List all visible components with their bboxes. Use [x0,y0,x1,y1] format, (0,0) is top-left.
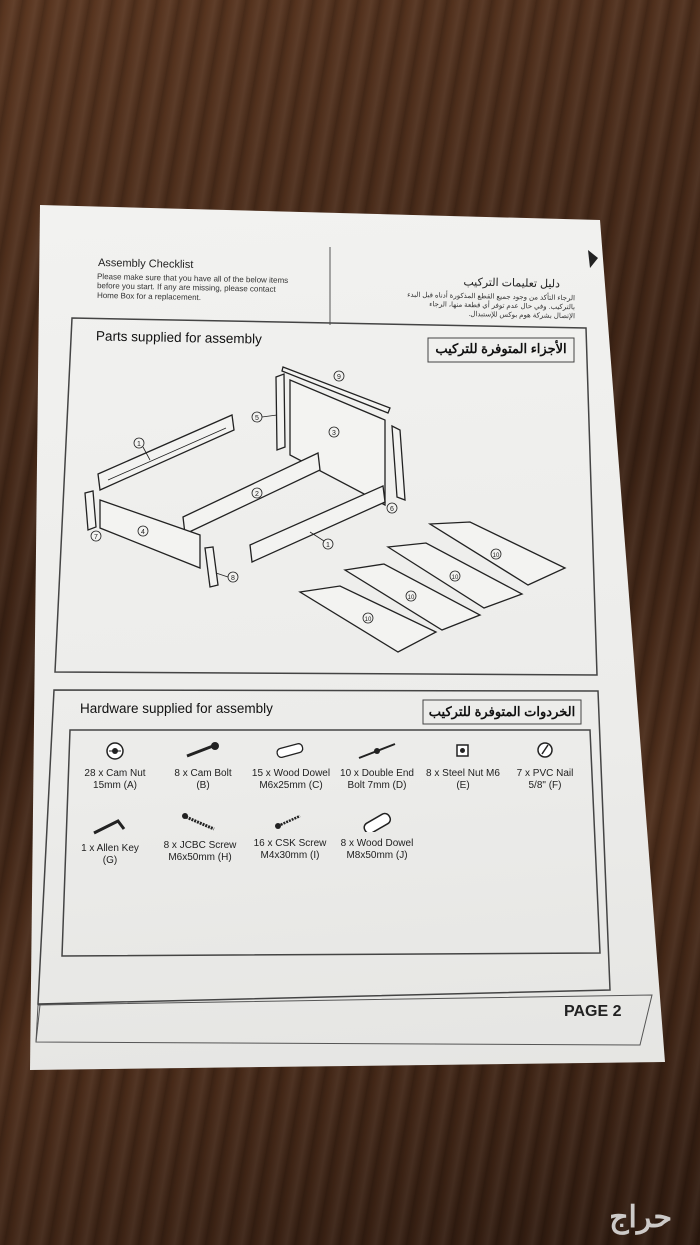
jcbc-screw-icon [182,813,215,831]
callout-1a: 1 [137,441,141,448]
callout-10d: 10 [365,617,372,623]
wood-dowel-icon [276,743,304,758]
cam-nut-label-line2: 15mm (A) [93,780,137,791]
cam-bolt-label-line2: (B) [196,780,210,791]
hardware-item-pvc-nail: 7 x PVC Nail 5/8" (F) [500,740,590,792]
wood-dowel-label-line2: M6x25mm (C) [259,780,323,791]
part-1-headboard-rail [97,414,235,491]
steel-nut-label-line1: 8 x Steel Nut M6 [426,768,500,779]
callout-3: 3 [332,430,336,437]
jcbc-screw-label-line1: 8 x JCBC Screw [163,840,237,851]
pvc-nail-label-line1: 7 x PVC Nail [516,768,574,779]
hardware-ar-title: الخردوات المتوفرة للتركيب [428,704,576,719]
large-wood-dowel-icon [363,812,392,832]
wood-dowel-label-line1: 15 x Wood Dowel [251,768,331,779]
hardware-item-cam-nut: 28 x Cam Nut 15mm (A) [70,740,160,792]
hardware-item-large-wood-dowel: 8 x Wood Dowel M8x50mm (J) [332,810,422,862]
hardware-title: Hardware supplied for assembly [80,701,273,716]
part-5-left-post [275,373,286,451]
large-wood-dowel-label-line2: M8x50mm (J) [346,850,408,861]
callout-9: 9 [337,374,341,381]
callout-7: 7 [94,534,98,541]
callout-8: 8 [231,575,235,582]
steel-nut-label-line2: (E) [456,780,470,791]
callout-5: 5 [255,415,259,422]
cam-bolt-icon [186,742,219,758]
double-end-bolt-label-line2: Bolt 7mm (D) [347,780,407,791]
part-6-right-post [391,424,406,501]
parts-ar-title: الأجزاء المتوفرة للتركيب [435,341,567,356]
jcbc-screw-label-line2: M6x50mm (H) [168,852,232,863]
hardware-item-jcbc-screw: 8 x JCBC Screw M6x50mm (H) [155,812,245,864]
double-end-bolt-icon [358,743,396,759]
callout-10a: 10 [493,553,500,559]
hardware-item-steel-nut: 8 x Steel Nut M6 (E) [418,740,508,792]
part-3-headboard-panel [289,379,386,507]
callout-2: 2 [255,491,259,498]
allen-key-icon [93,819,126,835]
csk-screw-label-line2: M4x30mm (I) [260,850,320,861]
callout-10c: 10 [408,595,415,601]
part-9-top-rail [281,366,391,414]
part-1-foot-rail [249,485,386,563]
hardware-item-allen-key: 1 x Allen Key (G) [65,815,155,867]
part-8-post [204,546,219,588]
csk-screw-label-line1: 16 x CSK Screw [253,838,327,849]
callout-6: 6 [390,506,394,513]
part-2-side-rail [182,452,321,535]
pvc-nail-icon [537,742,553,758]
pvc-nail-label-line2: 5/8" (F) [528,780,562,791]
large-wood-dowel-label-line1: 8 x Wood Dowel [340,838,414,849]
cam-bolt-label-line1: 8 x Cam Bolt [174,768,232,779]
double-end-bolt-label-line1: 10 x Double End [340,768,414,779]
hardware-item-cam-bolt: 8 x Cam Bolt (B) [158,740,248,792]
allen-key-label-line2: (G) [102,855,118,866]
cam-nut-icon [106,742,124,760]
callout-10b: 10 [452,575,459,581]
steel-nut-icon [456,744,469,757]
hardware-item-double-end-bolt: 10 x Double End Bolt 7mm (D) [332,740,422,792]
hardware-item-wood-dowel: 15 x Wood Dowel M6x25mm (C) [246,740,336,792]
callout-1b: 1 [326,542,330,549]
hardware-item-csk-screw: 16 x CSK Screw M4x30mm (I) [245,810,335,862]
part-7-post [84,490,97,531]
page-number: PAGE 2 [564,1003,622,1020]
csk-screw-icon [275,814,301,829]
callout-4: 4 [141,529,145,536]
part-4-footboard [99,499,201,569]
watermark-logo: حراج [609,1201,672,1234]
allen-key-label-line1: 1 x Allen Key [81,843,139,854]
cam-nut-label-line1: 28 x Cam Nut [84,768,146,779]
